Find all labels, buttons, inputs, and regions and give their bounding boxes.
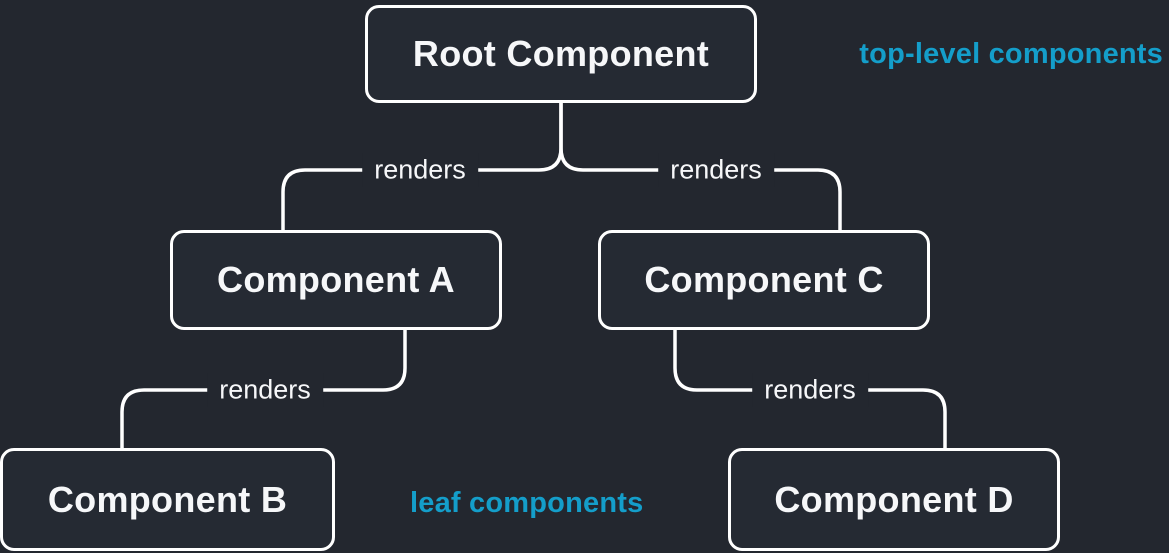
node-component-d: Component D: [728, 448, 1060, 551]
node-root-component-label: Root Component: [412, 33, 710, 74]
edge-label-root-renders-a: renders: [362, 152, 478, 188]
node-component-d-label: Component D: [774, 478, 1014, 520]
node-component-b: Component B: [0, 448, 335, 551]
node-component-a: Component A: [170, 230, 502, 330]
annotation-top-level-components: top-level components: [859, 38, 1163, 70]
node-component-c: Component C: [598, 230, 930, 330]
node-root-component: Root Component: [365, 5, 757, 103]
annotation-leaf-components: leaf components: [410, 487, 644, 519]
edge-label-c-renders-d: renders: [752, 372, 868, 408]
node-component-c-label: Component C: [644, 259, 884, 300]
edge-label-root-renders-c: renders: [658, 152, 774, 188]
node-component-a-label: Component A: [217, 259, 455, 300]
edge-label-a-renders-b: renders: [207, 372, 323, 408]
node-component-b-label: Component B: [47, 478, 288, 520]
